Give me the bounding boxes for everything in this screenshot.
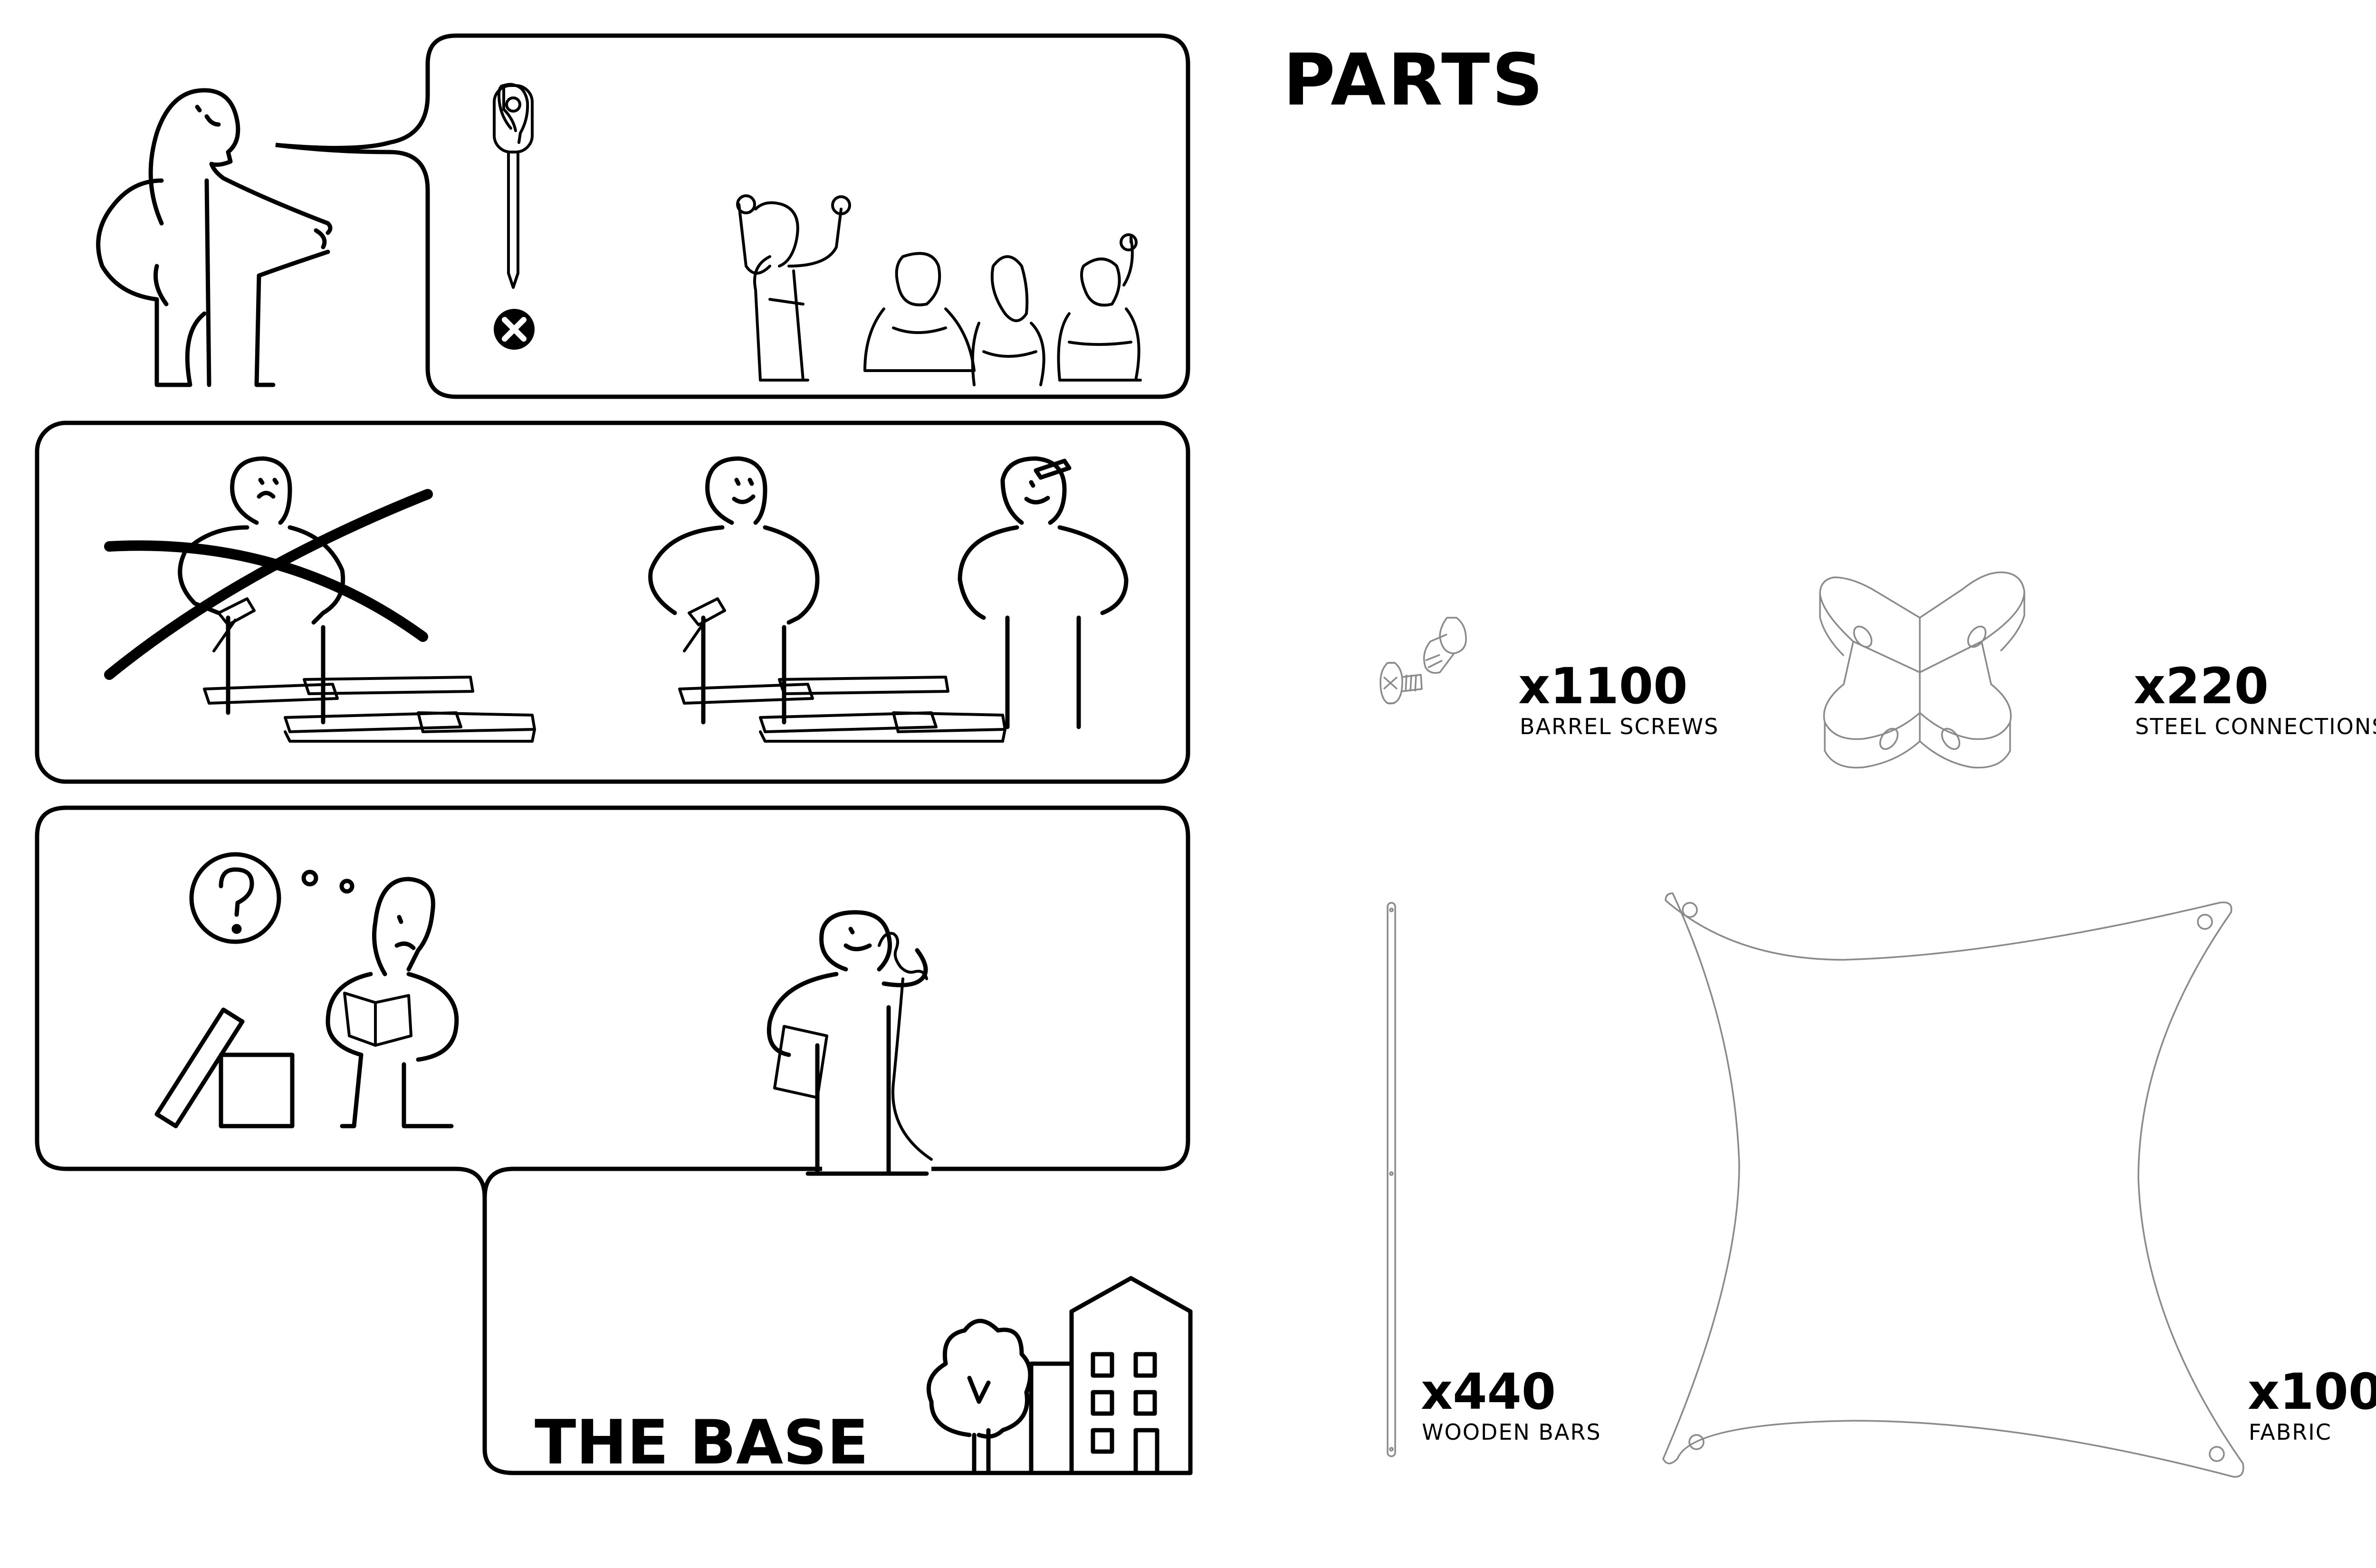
part-name: FABRIC <box>2249 1419 2332 1445</box>
part-quantity: x220 <box>2134 657 2269 715</box>
steel-connector-icon <box>1819 571 2025 769</box>
wooden-planks-icon <box>678 676 1006 743</box>
part-quantity: x440 <box>1421 1363 1556 1421</box>
panel-work-together <box>35 421 1190 784</box>
part-wooden-bars: x440 WOODEN BARS <box>1387 902 1601 1457</box>
solo-worker-figure <box>178 456 345 725</box>
part-barrel-screws: x1100 BARREL SCREWS <box>1380 617 1719 739</box>
instructor-figure-icon <box>96 88 333 387</box>
tree-icon <box>926 1319 1033 1475</box>
building-icon <box>877 1276 1193 1475</box>
screwdriver-icon <box>493 83 534 289</box>
cross-out-icon <box>104 489 433 680</box>
page-title: PARTS <box>1283 39 1545 122</box>
barrel-screw-icon <box>1380 617 1467 705</box>
part-quantity: x1100 <box>1518 657 1688 715</box>
part-steel-connections: x220 STEEL CONNECTIONS <box>1819 571 2376 769</box>
wooden-bar-icon <box>1387 902 1396 1457</box>
base-label: THE BASE <box>535 1407 869 1478</box>
manual-book-icon <box>343 992 412 1047</box>
open-box-icon <box>154 1007 295 1128</box>
worker-figure-pair <box>648 456 1129 729</box>
phone-caller-figure <box>766 910 929 1176</box>
confused-reader-figure <box>326 877 459 1128</box>
part-name: WOODEN BARS <box>1422 1419 1601 1445</box>
manual-book-icon <box>773 1025 828 1099</box>
wooden-planks-icon <box>203 676 536 743</box>
hammer-icon <box>212 597 256 652</box>
cheering-crowd-icon <box>736 194 1142 386</box>
question-mark-icon <box>189 852 354 944</box>
no-sign-icon <box>494 309 535 350</box>
part-fabric: x100 FABRIC <box>1662 892 2376 1478</box>
hammer-icon <box>683 597 726 652</box>
panel-ask-for-help: THE BASE <box>35 805 1193 1478</box>
telephone-icon <box>878 932 933 1161</box>
part-name: STEEL CONNECTIONS <box>2135 714 2376 739</box>
fabric-panel-icon <box>1662 892 2244 1478</box>
part-quantity: x100 <box>2248 1363 2376 1421</box>
part-name: BARREL SCREWS <box>1520 714 1719 739</box>
panel-no-tools-needed <box>96 33 1190 399</box>
